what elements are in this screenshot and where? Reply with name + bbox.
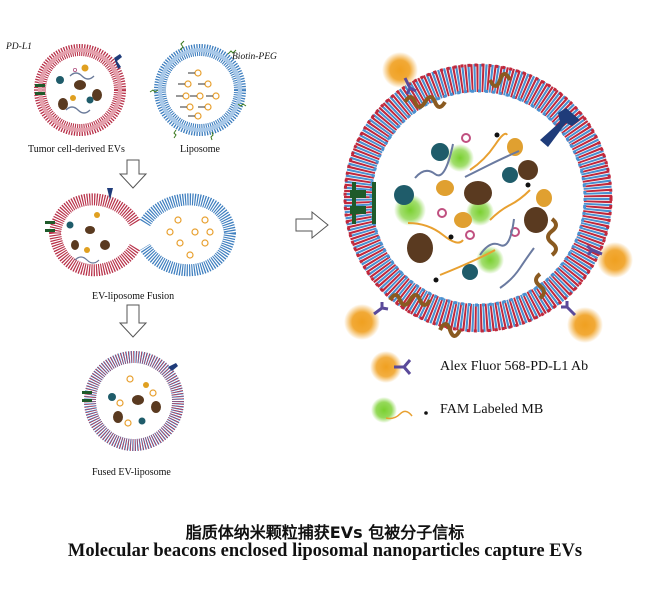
transmembrane-channel (350, 182, 376, 224)
protein-blob (92, 89, 102, 101)
protein-blob (58, 98, 68, 110)
coiled-proteins (388, 72, 558, 338)
fluorophore-antibody (382, 52, 418, 95)
fluorophore-antibody-icon (370, 351, 412, 383)
arrow-down-icon (118, 159, 148, 189)
fluorophore-antibody (561, 301, 603, 343)
liposome-label: Liposome (180, 144, 220, 155)
fused-ev-liposome-vesicle (82, 351, 184, 451)
fam-beacon-icon (371, 397, 428, 423)
arrow-right-icon (295, 210, 329, 240)
fusion-vesicle (45, 188, 237, 277)
tumor-evs-label: Tumor cell-derived EVs (28, 144, 125, 155)
caption-english: Molecular beacons enclosed liposomal nan… (67, 541, 583, 561)
fluorophore-antibody (344, 302, 389, 340)
fluorophore-antibody (586, 242, 633, 278)
fusion-label: EV-liposome Fusion (92, 291, 175, 302)
fam-glow (446, 144, 474, 172)
peg-chains (149, 40, 247, 141)
pdl1-receptor-icon (540, 108, 580, 147)
pdl1-receptor-icon (114, 54, 122, 69)
liposome-vesicle (149, 40, 247, 141)
arrow-down-icon (118, 304, 148, 338)
caption-chinese: 脂质体纳米颗粒捕获EVs 包被分子信标 (185, 523, 465, 542)
pdl1-label: PD-L1 (6, 42, 32, 52)
tumor-ev-vesicle (34, 44, 126, 136)
fused-label: Fused EV-liposome (92, 467, 171, 478)
fam-glow (466, 198, 494, 226)
captured-ev-liposome (343, 52, 633, 343)
legend-label-fam: FAM Labeled MB (440, 402, 544, 417)
protein-blob (74, 80, 86, 90)
biotin-peg-label: Biotin-PEG (232, 52, 277, 62)
molecular-beacon-icons (176, 69, 220, 120)
legend-label-antibody: Alex Fluor 568-PD-L1 Ab (440, 359, 589, 374)
fam-glow (476, 246, 504, 274)
